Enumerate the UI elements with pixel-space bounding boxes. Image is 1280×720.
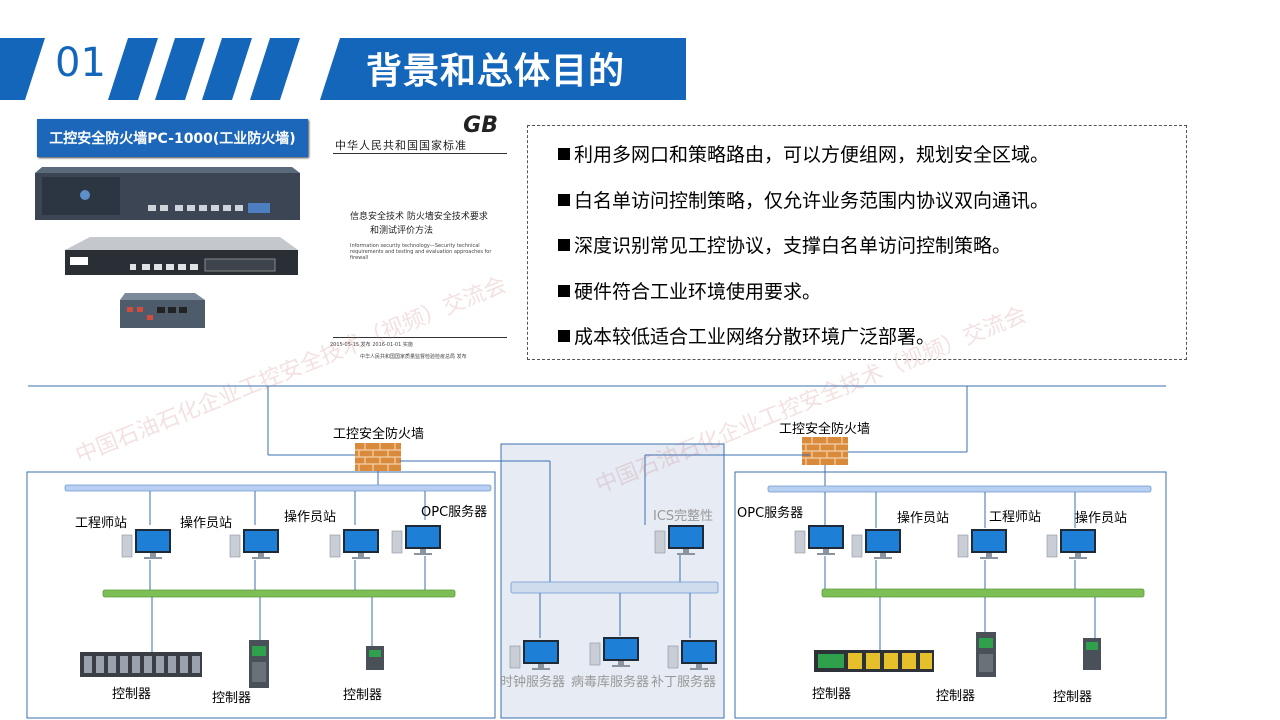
server-label: 病毒库服务器	[571, 675, 650, 690]
bullet-item: 成本较低适合工业网络分散环境广泛部署。	[528, 322, 1186, 368]
header-band	[0, 38, 686, 100]
controller-label: 控制器	[343, 688, 383, 703]
controller-label: 控制器	[1053, 690, 1093, 705]
controller-label: 控制器	[936, 689, 976, 704]
product-label: 工控安全防火墙PC-1000(工业防火墙)	[37, 119, 308, 157]
server-label: 时钟服务器	[500, 675, 566, 690]
station-label: 工程师站	[75, 516, 128, 531]
bullet-text: 白名单访问控制策略，仅允许业务范围内协议双向通讯。	[574, 189, 1050, 212]
controller-rack-left	[80, 652, 202, 677]
bullet-text: 成本较低适合工业网络分散环境广泛部署。	[574, 326, 936, 348]
doc-divider-bottom	[333, 337, 507, 338]
station-label: 操作员站	[284, 510, 337, 525]
doc-title-line2: 和测试评价方法	[370, 226, 434, 236]
controller-label: 控制器	[212, 691, 252, 706]
firewall-devices-image	[35, 167, 300, 328]
server-label: ICS完整性	[653, 509, 714, 524]
controller-label: 控制器	[812, 687, 852, 702]
station-label: 操作员站	[1075, 511, 1128, 526]
bullet-text: 硬件符合工业环境使用要求。	[574, 280, 822, 303]
square-bullet-icon	[558, 284, 570, 297]
bullet-box: 利用多网口和策略路由，可以方便组网，规划安全区域。 白名单访问控制策略，仅允许业…	[527, 125, 1187, 360]
firewall-label-left: 工控安全防火墙	[333, 427, 425, 442]
station-label: 工程师站	[989, 510, 1042, 525]
doc-divider	[333, 153, 507, 154]
square-bullet-icon	[558, 330, 570, 342]
server-label: 补丁服务器	[651, 675, 717, 690]
bullet-item: 硬件符合工业环境使用要求。	[528, 277, 1186, 323]
controller-label: 控制器	[112, 687, 152, 702]
square-bullet-icon	[558, 193, 570, 206]
doc-dates: 2015-05-15 发布 2016-01-01 实施	[330, 342, 413, 348]
square-bullet-icon	[558, 239, 570, 251]
bullet-item: 白名单访问控制策略，仅允许业务范围内协议双向通讯。	[528, 186, 1186, 232]
doc-title-line1: 信息安全技术 防火墙安全技术要求	[350, 212, 488, 222]
section-number: 01	[55, 40, 106, 86]
bullet-text: 深度识别常见工控协议，支撑白名单访问控制策略。	[574, 235, 1012, 257]
bullet-item: 利用多网口和策略路由，可以方便组网，规划安全区域。	[528, 140, 1186, 186]
doc-heading: 中华人民共和国国家标准	[335, 139, 467, 152]
gb-logo: GB	[463, 113, 498, 138]
bullet-item: 深度识别常见工控协议，支撑白名单访问控制策略。	[528, 231, 1186, 277]
station-label: OPC服务器	[737, 506, 804, 521]
station-label: 操作员站	[180, 516, 233, 531]
station-label: OPC服务器	[421, 505, 488, 520]
firewall-label-right: 工控安全防火墙	[779, 422, 871, 437]
square-bullet-icon	[558, 148, 570, 160]
page-title: 背景和总体目的	[366, 51, 626, 92]
standard-document: GB 中华人民共和国国家标准 信息安全技术 防火墙安全技术要求 和测试评价方法 …	[330, 105, 510, 365]
station-label: 操作员站	[897, 511, 950, 526]
bullet-text: 利用多网口和策略路由，可以方便组网，规划安全区域。	[574, 144, 1050, 166]
doc-issuer: 中华人民共和国国家质量监督检验检疫总局 发布	[360, 354, 467, 360]
doc-english-title: Information security technology—Security…	[350, 243, 492, 261]
